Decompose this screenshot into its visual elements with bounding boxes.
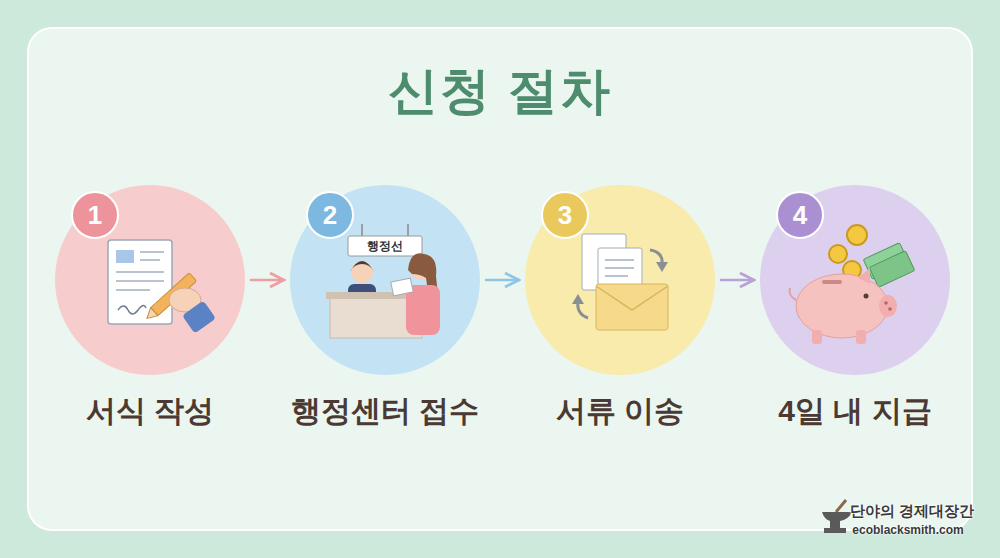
number-badge [307,192,353,238]
flow-arrow [251,279,284,282]
number-badge [777,192,823,238]
step-number: 2 [323,200,337,231]
title-holder: 신청 절차 [0,58,1000,125]
savings-illustration [790,225,915,344]
step-label: 행정센터 접수 [291,391,479,432]
sign-text: 행정선 [367,238,403,255]
step-label: 서식 작성 [86,391,214,432]
desk-illustration [326,224,440,338]
watermark: 단야의 경제대장간 [850,502,974,521]
number-badge [72,192,118,238]
circle-outline [760,185,950,375]
step-circle: 3서류 이송 [525,185,715,375]
title: 신청 절차 [388,63,612,119]
circle-outline [525,185,715,375]
step-number: 1 [88,200,102,231]
watermark-icon [822,500,852,533]
circle-outline [290,185,480,375]
step-circle: 44일 내 지급 [760,185,950,375]
circle-outline [55,185,245,375]
step-circle: 1서식 작성 [55,185,245,375]
number-badge [542,192,588,238]
flow-arrow [486,279,519,282]
step-number: 3 [558,200,572,231]
flow-arrow [721,279,754,282]
step-number: 4 [793,200,807,231]
transfer-illustration [572,234,668,330]
step-label: 서류 이송 [556,391,684,432]
watermark-url: ecoblacksmith.com [852,523,963,537]
step-circle: 2행정센터 접수 [290,185,480,375]
step-label: 4일 내 지급 [778,391,931,432]
form-illustration [108,240,216,333]
